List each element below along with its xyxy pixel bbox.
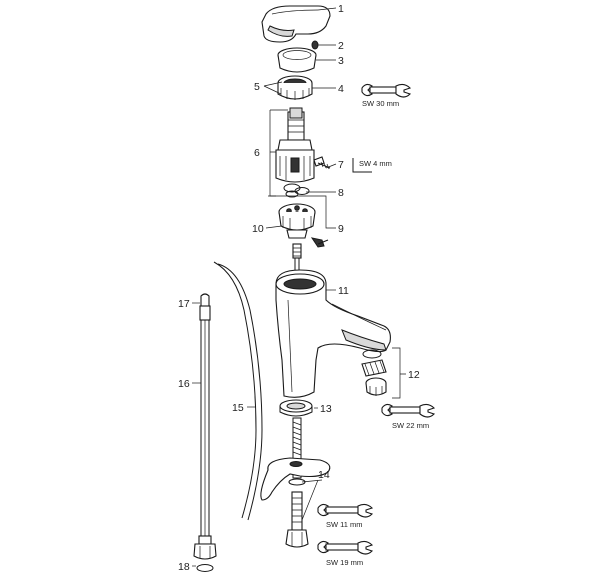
callout-7: 7 (338, 159, 344, 171)
part-1-lever-handle (261, 5, 331, 43)
tool-label-sw4: SW 4 mm (359, 159, 392, 168)
part-6-cartridge (275, 107, 315, 183)
part-15-flex-hose-curved (213, 261, 263, 521)
callout-8: 8 (338, 187, 344, 199)
wrench-sw19-icon (317, 540, 374, 555)
callout-2: 2 (338, 40, 344, 52)
part-2-set-screw (311, 40, 319, 50)
part-12-aerator (361, 349, 387, 396)
tool-label-sw30: SW 30 mm (362, 99, 399, 108)
callout-13: 13 (320, 403, 332, 415)
callout-18: 18 (178, 561, 190, 573)
wrench-sw30-icon (361, 83, 412, 98)
part-11-mixer-body (275, 269, 391, 398)
callout-9: 9 (338, 223, 344, 235)
callout-17: 17 (178, 298, 190, 310)
callout-15: 15 (232, 402, 244, 414)
callout-14: 14 (318, 469, 330, 481)
part-14-mounting-set (260, 417, 331, 548)
part-8-o-rings (283, 183, 310, 198)
part-7-screw (313, 156, 331, 170)
callout-6: 6 (254, 147, 260, 159)
callout-11: 11 (338, 285, 349, 297)
part-4-5-bonnet-nut (277, 75, 313, 100)
wrench-sw11-icon (317, 503, 374, 518)
callout-3: 3 (338, 55, 344, 67)
callout-5: 5 (254, 81, 260, 93)
callout-4: 4 (338, 83, 344, 95)
tool-label-sw19: SW 19 mm (326, 558, 363, 567)
wrench-sw22-icon (381, 403, 436, 418)
part-10-valve-body (278, 203, 316, 239)
callout-12: 12 (408, 369, 420, 381)
hex-key-sw4-icon (352, 158, 372, 173)
leader-lines (192, 7, 406, 567)
tool-label-sw22: SW 22 mm (392, 421, 429, 430)
part-13-washer (279, 399, 313, 417)
callout-1: 1 (338, 3, 344, 15)
part-3-cover-ring (277, 47, 317, 73)
callout-10: 10 (252, 223, 264, 235)
part-9-clip (310, 237, 329, 248)
tool-label-sw11: SW 11 mm (326, 520, 363, 529)
part-11-inlet-nipple (292, 243, 302, 281)
callout-16: 16 (178, 378, 190, 390)
part-16-flex-hose (193, 293, 217, 572)
